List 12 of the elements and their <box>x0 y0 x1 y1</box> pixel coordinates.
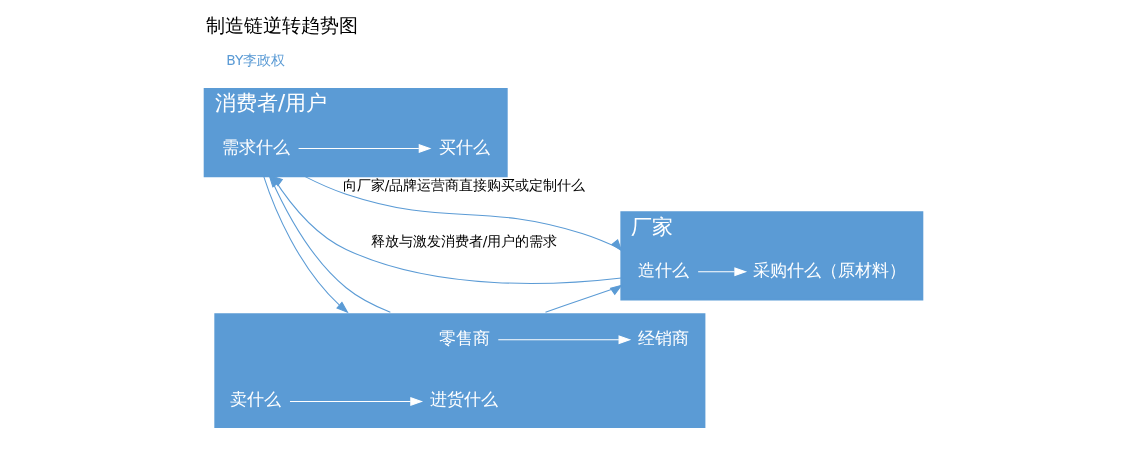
node-text: 卖什么 <box>230 389 282 410</box>
node-text: 零售商 <box>438 327 490 348</box>
label: BY李政权 <box>226 51 286 68</box>
node-text: 采购什么（原材料） <box>753 259 907 280</box>
node-text: 进货什么 <box>430 389 499 410</box>
node-text: 造什么 <box>638 259 690 280</box>
node-text: 需求什么 <box>221 136 290 157</box>
edge-label: 释放与激发消费者/用户的需求 <box>370 232 558 249</box>
edge-label: 向厂家/品牌运营商直接购买或定制什么 <box>342 177 586 194</box>
node-text: 买什么 <box>438 136 490 157</box>
diagram-title: 制造链逆转趋势图 <box>205 13 358 37</box>
node-text: 经销商 <box>638 327 690 348</box>
